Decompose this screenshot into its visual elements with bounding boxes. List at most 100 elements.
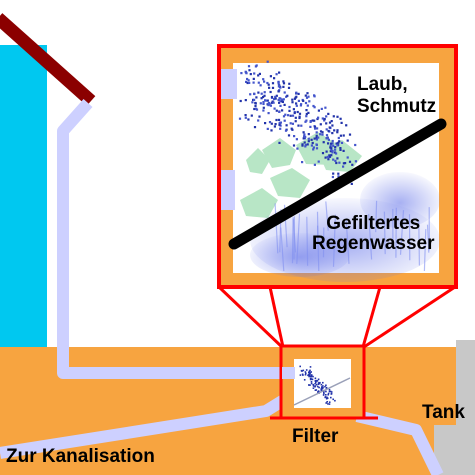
filter-debris-dot xyxy=(315,381,317,384)
filter-debris-dot xyxy=(312,375,314,378)
water-streak xyxy=(426,224,430,253)
sewer-label: Zur Kanalisation xyxy=(6,446,155,467)
debris-dot xyxy=(351,163,354,166)
debris-dot xyxy=(304,101,308,105)
debris-dot xyxy=(270,129,273,132)
filter-debris-dot xyxy=(304,371,307,373)
debris-dot xyxy=(257,119,260,122)
debris-dot xyxy=(313,163,316,166)
debris-dot xyxy=(262,101,265,104)
debris-dot xyxy=(270,101,273,104)
debris-dot xyxy=(282,115,286,118)
debris-dot xyxy=(257,91,260,94)
filter-debris-dot xyxy=(328,403,331,405)
leaf xyxy=(318,140,362,172)
debris-dot xyxy=(277,118,281,121)
debris-dot xyxy=(304,135,307,138)
filter-debris-dot xyxy=(320,388,323,390)
debris-dot xyxy=(271,86,275,89)
debris-dot xyxy=(339,117,342,120)
water-streak xyxy=(383,211,386,255)
debris-dot xyxy=(275,94,278,97)
debris-dot xyxy=(246,77,249,81)
filter-debris-dot xyxy=(312,387,315,389)
debris-dot xyxy=(279,127,282,130)
debris-dot xyxy=(293,111,296,115)
debris-dot xyxy=(307,111,310,114)
filter-debris-dot xyxy=(309,384,311,386)
debris-dot xyxy=(253,126,257,129)
filter-debris-dot xyxy=(310,378,313,380)
debris-dot xyxy=(264,122,267,125)
debris-dot xyxy=(268,86,271,89)
debris-dot xyxy=(266,81,269,85)
debris-dot xyxy=(328,121,332,124)
debris-dot xyxy=(288,105,291,109)
debris-dot xyxy=(354,143,357,147)
debris-dot xyxy=(273,125,276,128)
water-streak xyxy=(418,221,420,266)
debris-dot xyxy=(305,119,308,122)
debris-dot xyxy=(333,129,336,132)
debris-dot xyxy=(335,161,338,165)
debris-dot xyxy=(278,71,281,74)
debris-dot xyxy=(287,86,291,89)
debris-dot xyxy=(294,116,297,119)
debris-dot xyxy=(289,122,292,125)
debris-dot xyxy=(304,94,307,97)
debris-dot xyxy=(277,85,280,88)
debris-dot xyxy=(319,130,323,133)
debris-dot xyxy=(330,142,333,145)
filter-debris-dot xyxy=(328,390,331,393)
water-streak xyxy=(325,201,329,231)
debris-dot xyxy=(312,104,315,108)
rainwater-tank xyxy=(434,340,475,475)
debris-dot xyxy=(300,103,303,106)
debris-dot xyxy=(260,97,263,100)
debris-dot xyxy=(298,112,302,115)
debris-dot xyxy=(286,94,289,97)
debris-dot xyxy=(273,77,276,80)
debris-dot xyxy=(329,150,332,153)
debris-dot xyxy=(291,101,294,104)
debris-dot xyxy=(274,97,277,100)
debris-dot xyxy=(301,143,304,146)
debris-dot xyxy=(238,117,242,120)
debris-dot xyxy=(335,152,338,155)
debris-dot xyxy=(279,100,282,103)
debris-dot xyxy=(291,122,294,125)
debris-dot xyxy=(303,141,306,144)
debris-dot xyxy=(323,117,326,121)
filter-debris-dot xyxy=(310,381,313,383)
debris-dot xyxy=(282,82,286,85)
debris-dot xyxy=(327,138,330,141)
debris-dot xyxy=(334,148,337,151)
debris-dot xyxy=(259,84,262,87)
filter-debris-dot xyxy=(322,381,324,384)
debris-dot xyxy=(307,95,310,98)
debris-dot xyxy=(251,101,254,104)
filter-inlet-stub xyxy=(282,367,295,379)
debris-dot xyxy=(245,80,248,83)
debris-dot xyxy=(316,117,319,121)
debris-dot xyxy=(246,81,249,85)
debris-dot xyxy=(267,83,270,86)
debris-dot xyxy=(336,115,339,118)
tank-label: Tank xyxy=(422,402,465,423)
debris-dot xyxy=(270,122,273,125)
debris-dot xyxy=(259,102,262,105)
debris-dot xyxy=(307,137,310,140)
filter-debris-dot xyxy=(326,397,329,399)
debris-dot xyxy=(328,155,332,158)
debris-dot xyxy=(339,148,342,151)
debris-dot xyxy=(266,127,269,130)
debris-dot xyxy=(291,114,295,117)
debris-dot xyxy=(320,107,323,110)
debris-dot xyxy=(268,103,271,106)
debris-dot xyxy=(271,82,275,85)
debris-dot xyxy=(330,120,333,123)
filter-debris-dot xyxy=(314,383,316,385)
debris-dot xyxy=(306,104,309,107)
debris-dot xyxy=(317,109,320,112)
